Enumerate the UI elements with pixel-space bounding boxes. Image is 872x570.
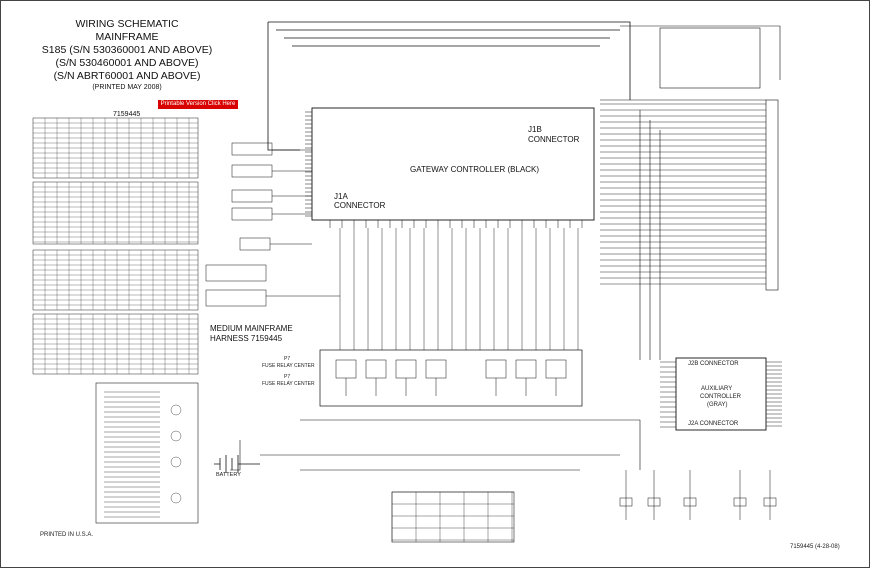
battery-symbol: [214, 455, 260, 473]
footer-doc-code: 7159445 (4-28-08): [790, 544, 840, 550]
battery-label: BATTERY: [216, 472, 241, 478]
bottom-right-switches: [619, 470, 777, 520]
groundWires-mark: [170, 430, 182, 442]
title-line-3: S185 (S/N 530360001 AND ABOVE): [41, 44, 213, 56]
fuse-legend-grid: [391, 491, 515, 543]
fuse-relay-center-box: [319, 349, 583, 407]
j1b-label: J1B: [528, 125, 542, 134]
p7-label-a: P7: [284, 356, 291, 362]
fuse-relay-center-a: FUSE RELAY CENTER: [262, 363, 315, 369]
printed-in-usa: PRINTED IN U.S.A.: [40, 532, 94, 538]
groundWires-mark: [170, 492, 182, 504]
j1a-connector-label: CONNECTOR: [334, 201, 386, 210]
title-line-2: MAINFRAME: [95, 31, 159, 43]
p7-label-b: P7: [284, 374, 291, 380]
schematic-title-block: WIRING SCHEMATIC MAINFRAME S185 (S/N 530…: [32, 18, 222, 93]
j2a-connector-label: J2A CONNECTOR: [688, 421, 739, 427]
relays-mark: [365, 359, 387, 379]
wire-table-1: [32, 117, 199, 375]
printable-version-link[interactable]: Printable Version Click Here: [158, 100, 238, 109]
top-harness-bus: [267, 21, 631, 151]
j1a-label: J1A: [334, 192, 348, 201]
groundWires-mark: [170, 456, 182, 468]
fuse-relay-center-b: FUSE RELAY CENTER: [262, 381, 315, 387]
relays-mark: [395, 359, 417, 379]
harness-label-2: HARNESS 7159445: [210, 334, 283, 343]
relays-mark: [545, 359, 567, 379]
groundWires-mark: [170, 404, 182, 416]
relays-mark: [515, 359, 537, 379]
title-line-5: (S/N ABRT60001 AND ABOVE): [53, 70, 201, 82]
bottom-harness: [230, 419, 641, 471]
right-connector-column: [600, 25, 781, 360]
j2b-connector-label: J2B CONNECTOR: [688, 361, 739, 367]
relays-mark: [335, 359, 357, 379]
relays-mark: [425, 359, 447, 379]
harness-label-1: MEDIUM MAINFRAME: [210, 324, 293, 333]
relays-mark: [485, 359, 507, 379]
title-line-1: WIRING SCHEMATIC: [75, 18, 179, 30]
aux-controller-label-3: (GRAY): [707, 402, 728, 408]
j1b-connector-label: CONNECTOR: [528, 135, 580, 144]
ground-module-box: [95, 382, 199, 524]
printed-date: (PRINTED MAY 2008): [92, 84, 162, 91]
left-components: [205, 142, 340, 307]
aux-controller-label-1: AUXILIARY: [701, 386, 733, 392]
gateway-controller-label: GATEWAY CONTROLLER (BLACK): [410, 165, 540, 174]
aux-controller-label-2: CONTROLLER: [700, 394, 742, 400]
doc-number: 7159445: [113, 111, 141, 118]
title-line-4: (S/N 530460001 AND ABOVE): [55, 57, 199, 69]
